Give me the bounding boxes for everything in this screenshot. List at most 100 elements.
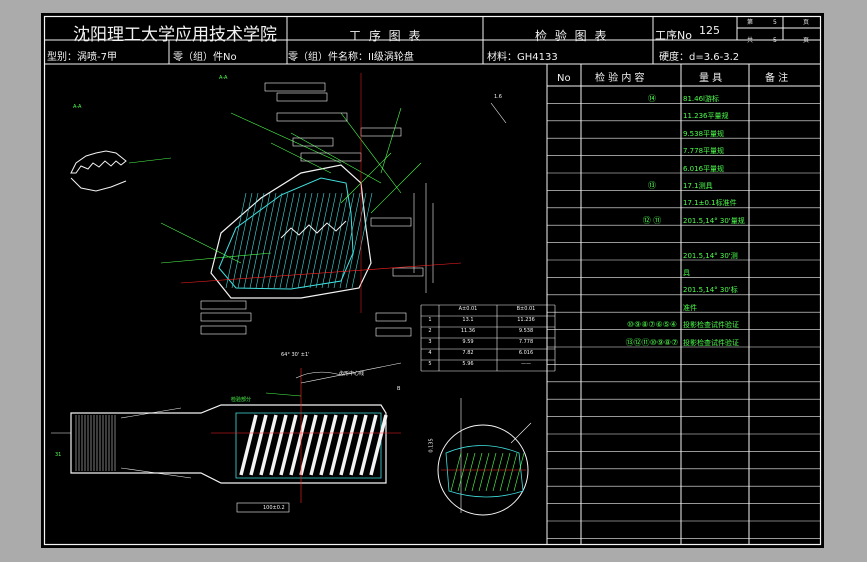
part-name-label: 零（组）件名称：II级涡轮盘: [288, 52, 414, 63]
fir-tree-hatch: [243, 192, 265, 289]
tolerance-box: [360, 127, 402, 137]
fir-tree-hatch: [267, 192, 289, 289]
fir-tree-hatch: [249, 192, 271, 289]
fir-tree-hatch: [237, 192, 259, 289]
dim-table-cell: 6.016: [518, 350, 534, 356]
page-label-2: 共: [747, 37, 754, 44]
disc-contour-2: [120, 467, 192, 479]
disc-slot-tooth: [369, 414, 388, 476]
leader-b: [300, 362, 402, 384]
fir-tree-hatch: [333, 192, 355, 289]
fir-tree-hatch: [351, 192, 373, 289]
view-b-label: B: [397, 386, 401, 392]
disc-section-outline: [70, 404, 387, 484]
leader-line: [160, 252, 272, 264]
tol-box-bottom: [236, 502, 290, 513]
fir-tree-hatch: [225, 192, 247, 289]
leader-line: [380, 107, 402, 174]
insp-row-tool: 具: [683, 269, 690, 277]
page-unit-1: 页: [803, 19, 810, 26]
tolerance-box: [300, 152, 362, 162]
fir-tree-hatch: [231, 192, 253, 289]
leader-line: [290, 132, 382, 184]
insp-header-tool: 量 具: [699, 73, 723, 84]
detail-hatch: [471, 452, 483, 492]
dim-table-cell: 5: [428, 361, 432, 367]
inspection-chart-title: 检 验 图 表: [535, 29, 609, 43]
disc-slot-tooth: [239, 414, 258, 476]
disc-contour: [120, 407, 182, 419]
dim-table-cell: 5.96: [462, 361, 474, 367]
drawing-sheet: 沈阳理工大学应用技术学院 工 序 图 表 检 验 图 表 工序No 125 第 …: [41, 13, 824, 548]
fir-tree-hatch: [315, 192, 337, 289]
detail-hatch: [513, 452, 525, 492]
dim-table-cell: 7.82: [462, 350, 474, 356]
tolerance-box: [276, 112, 348, 122]
insp-row-tool: 7.778平量规: [683, 147, 725, 156]
fir-tree-hatch: [309, 192, 331, 289]
tolerance-box: [392, 267, 424, 277]
angle-label: 64° 30' ±1': [281, 352, 310, 358]
insp-row-tool: 17.1±0.1标准件: [683, 199, 737, 208]
process-no-value: 125: [699, 24, 720, 37]
dim-table-cell: 11.236: [517, 317, 535, 323]
tolerance-box: [276, 92, 328, 102]
school-title: 沈阳理工大学应用技术学院: [73, 25, 277, 45]
detail-hatch-region: [445, 445, 524, 498]
dim-table-cell: ——: [521, 361, 531, 367]
section-aa-label: A-A: [73, 104, 82, 110]
leader-inspection: [265, 392, 302, 397]
insp-header-content: 检 验 内 容: [595, 73, 645, 84]
insp-row-tool: 201.5,14° 30'测: [683, 251, 738, 260]
insp-row-mark: ⑬⑫⑪⑩⑨⑧⑦: [625, 337, 679, 347]
fir-tree-hatch: [345, 192, 367, 289]
page-value-2: 5: [773, 37, 777, 44]
dim-table-cell: 13.1: [462, 317, 474, 323]
dim-table-cell: A±0.01: [458, 306, 478, 312]
insp-row-tool: 11.236平量规: [683, 112, 729, 121]
fir-tree-hatch: [285, 192, 307, 289]
disc-slot-tooth: [349, 414, 368, 476]
tolerance-box: [375, 312, 407, 322]
dim-table-cell: 3: [428, 339, 432, 345]
fir-tree-hatch: [261, 192, 283, 289]
dim-table-cell: 9.538: [518, 328, 534, 334]
hardness-label: 硬度：d=3.6-3.2: [659, 52, 740, 63]
detail-hatch: [464, 452, 476, 492]
fir-tree-hatch: [291, 192, 313, 289]
page-unit-2: 页: [803, 37, 810, 44]
detail-hatch: [457, 452, 469, 492]
disc-slot-tooth: [269, 414, 288, 476]
insp-header-no: No: [557, 73, 571, 84]
insp-row-tool: 投影检查试件验证: [683, 321, 739, 330]
model-label: 型别：涡喷-7甲: [47, 52, 117, 63]
disc-slot-tooth: [289, 414, 308, 476]
tolerance-box: [375, 327, 412, 337]
insp-row-mark: ⑬: [648, 181, 656, 190]
insp-row-tool: 201.5,14° 30'量规: [683, 216, 745, 225]
fir-tree-hatch: [255, 192, 277, 289]
drawing-canvas: [43, 15, 822, 546]
insp-row-mark: ⑭: [648, 94, 656, 103]
disc-slot-tooth: [279, 414, 298, 476]
insp-row-tool: 201.5,14° 30'标: [683, 286, 738, 295]
disc-slot-tooth: [329, 414, 348, 476]
dim-table-cell: 1: [428, 317, 432, 323]
disc-slot-tooth: [259, 414, 278, 476]
detail-hatch: [478, 452, 490, 492]
detail-hatch: [485, 452, 497, 492]
detail-hatch: [506, 452, 518, 492]
page-label-1: 第: [747, 19, 754, 26]
fir-tree-hatch: [321, 192, 343, 289]
sawtooth-detail: [70, 150, 127, 174]
fir-tree-hatch: [273, 192, 295, 289]
disc-slot-tooth: [359, 414, 378, 476]
detail-hatch: [450, 452, 462, 492]
fir-tree-hatch: [339, 192, 361, 289]
dim-table-cell: B±0.01: [516, 306, 536, 312]
fir-tree-hatch-outline: [218, 177, 354, 290]
insp-row-tool: 准件: [683, 303, 697, 312]
sawtooth-detail-lower: [70, 177, 127, 192]
fir-tree-hatch: [279, 192, 301, 289]
fir-tree-teeth: [280, 220, 347, 239]
